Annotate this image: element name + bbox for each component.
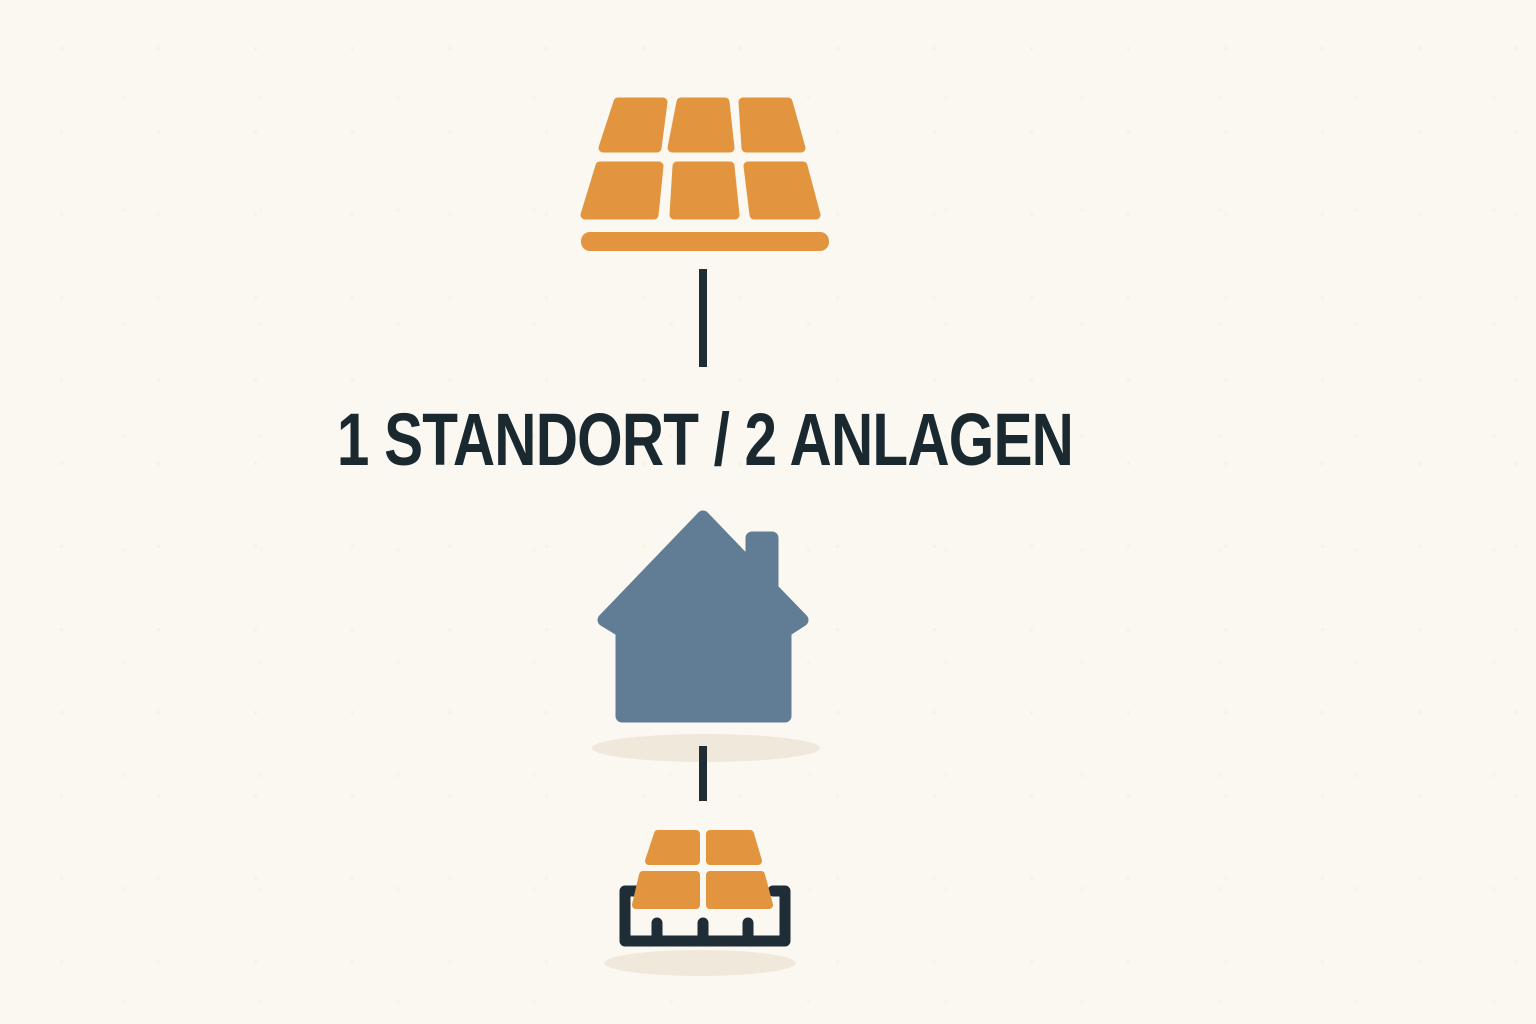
house-icon — [592, 510, 820, 762]
rooftop-panel-cells — [580, 97, 821, 220]
ground-panel-shadow — [604, 950, 796, 976]
panel-stand-frame — [619, 885, 791, 947]
rooftop-panel-base-bar — [581, 232, 829, 251]
ground-panel-cells — [632, 830, 773, 909]
rooftop-solar-panel-icon — [580, 97, 829, 251]
house-silhouette — [597, 510, 809, 723]
page-title: 1 STANDORT / 2 ANLAGEN — [336, 398, 1074, 481]
ground-solar-panel-icon — [604, 830, 796, 976]
